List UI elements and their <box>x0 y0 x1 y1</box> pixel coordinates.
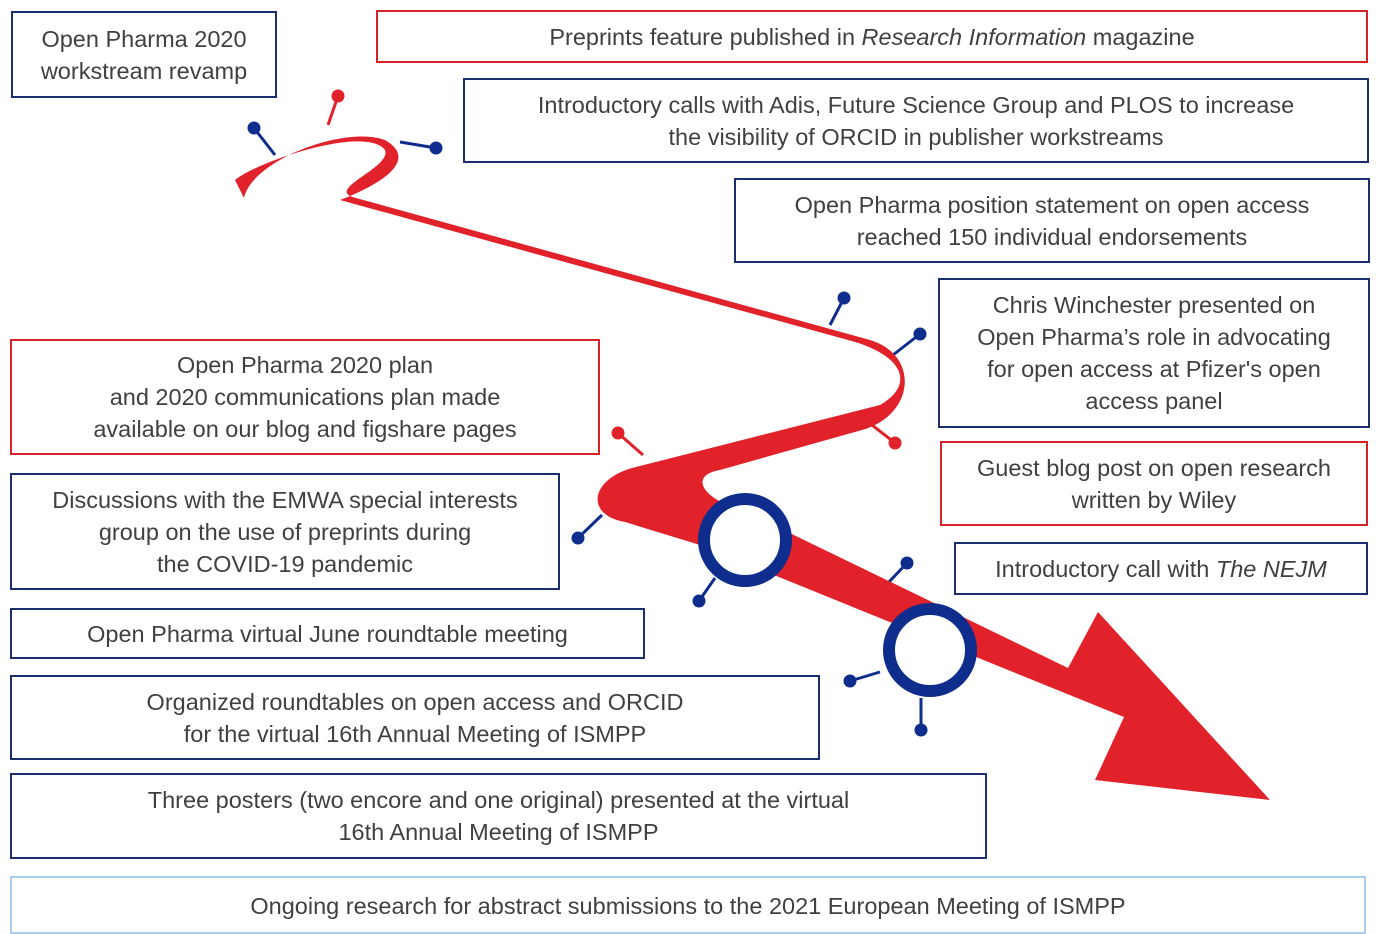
pin-plan-2020 <box>611 426 644 457</box>
pin-workstream-revamp-head <box>247 121 261 135</box>
chris-winchester-line-3: for open access at Pfizer's open <box>987 356 1321 382</box>
pin-chris-winchester-top-head <box>837 291 851 305</box>
chris-winchester-line-4: access panel <box>1085 388 1223 414</box>
pin-organized-roundtables-head <box>843 674 857 688</box>
milestone-june-roundtable: Open Pharma virtual June roundtable meet… <box>10 608 645 659</box>
organized-roundtables-line-1: Organized roundtables on open access and… <box>146 688 684 715</box>
plan-2020-line-2: and 2020 communications plan made <box>109 384 501 410</box>
workstream-revamp-line-1: Open Pharma 2020 <box>41 25 247 52</box>
three-posters-line-2: 16th Annual Meeting of ISMPP <box>338 819 659 845</box>
milestone-workstream-revamp: Open Pharma 2020 workstream revamp <box>11 11 277 98</box>
pin-preprints-feature <box>326 89 345 126</box>
nejm-before: Introductory call with <box>995 555 1216 582</box>
guest-blog-line-2: written by Wiley <box>1071 486 1237 513</box>
pin-intro-calls-head <box>429 141 443 155</box>
milestone-intro-calls: Introductory calls with Adis, Future Sci… <box>463 78 1369 163</box>
pin-chris-winchester-side-head <box>913 327 927 341</box>
milestone-nejm: Introductory call with The NEJM <box>954 542 1368 595</box>
milestone-rings <box>698 493 977 697</box>
emwa-line-3: the COVID-19 pandemic <box>156 550 413 577</box>
june-roundtable-text: Open Pharma virtual June roundtable meet… <box>87 620 568 647</box>
emwa-line-2: group on the use of preprints during <box>98 518 472 545</box>
pin-plan-2020-head <box>611 426 625 440</box>
pin-nejm <box>886 556 914 585</box>
nejm-journal: The NEJM <box>1215 555 1327 582</box>
pin-three-posters-head <box>914 723 928 737</box>
milestone-preprints-feature: Preprints feature published in Research … <box>376 10 1368 63</box>
milestone-guest-blog: Guest blog post on open research written… <box>940 441 1368 526</box>
milestone-three-posters: Three posters (two encore and one origin… <box>10 773 987 859</box>
pin-intro-calls <box>399 140 443 155</box>
emwa-line-1: Discussions with the EMWA special intere… <box>52 486 518 513</box>
pin-june-roundtable-head <box>692 594 706 608</box>
preprints-feature-text: Preprints feature published in Research … <box>549 21 1194 53</box>
pin-workstream-revamp <box>247 121 277 156</box>
timeline-arrow-body <box>235 136 1270 800</box>
chris-winchester-line-1: Chris Winchester presented on <box>992 292 1316 318</box>
milestone-position-statement: Open Pharma position statement on open a… <box>734 178 1370 263</box>
milestone-organized-roundtables: Organized roundtables on open access and… <box>10 675 820 760</box>
pin-emwa-head <box>571 531 585 545</box>
pin-emwa <box>571 513 604 545</box>
preprints-feature-magazine: Research Information <box>861 23 1087 50</box>
ongoing-research-text: Ongoing research for abstract submission… <box>250 893 1126 919</box>
three-posters-line-1: Three posters (two encore and one origin… <box>147 787 850 813</box>
pin-guest-blog <box>871 423 902 450</box>
pin-chris-winchester-side <box>892 327 927 357</box>
pin-guest-blog-head <box>888 436 902 450</box>
milestone-plan-2020: Open Pharma 2020 plan and 2020 communica… <box>10 339 600 455</box>
position-statement-line-1: Open Pharma position statement on open a… <box>794 191 1310 218</box>
intro-calls-line-1: Introductory calls with Adis, Future Sci… <box>537 91 1295 118</box>
pin-organized-roundtables <box>843 670 881 688</box>
ring-milestone-june <box>698 493 792 587</box>
nejm-text: Introductory call with The NEJM <box>995 553 1327 585</box>
pin-three-posters <box>914 698 928 737</box>
milestone-pins <box>247 89 928 737</box>
pin-nejm-head <box>900 556 914 570</box>
plan-2020-line-3: available on our blog and figshare pages <box>93 416 517 442</box>
preprints-feature-before: Preprints feature published in <box>549 23 862 50</box>
milestone-ongoing-research: Ongoing research for abstract submission… <box>10 876 1366 934</box>
milestone-emwa: Discussions with the EMWA special intere… <box>10 473 560 590</box>
guest-blog-line-1: Guest blog post on open research <box>976 454 1332 481</box>
pin-chris-winchester-top <box>828 291 851 326</box>
milestone-chris-winchester: Chris Winchester presented on Open Pharm… <box>938 278 1370 428</box>
preprints-feature-after: magazine <box>1086 23 1195 50</box>
organized-roundtables-line-2: for the virtual 16th Annual Meeting of I… <box>183 720 647 747</box>
plan-2020-line-1: Open Pharma 2020 plan <box>176 352 434 378</box>
pin-june-roundtable <box>692 577 717 608</box>
intro-calls-line-2: the visibility of ORCID in publisher wor… <box>668 123 1164 150</box>
workstream-revamp-line-2: workstream revamp <box>40 57 248 84</box>
ring-milestone-ismpp <box>883 603 977 697</box>
pin-preprints-feature-head <box>331 89 345 103</box>
position-statement-line-2: reached 150 individual endorsements <box>856 223 1248 250</box>
chris-winchester-line-2: Open Pharma’s role in advocating <box>977 324 1331 350</box>
